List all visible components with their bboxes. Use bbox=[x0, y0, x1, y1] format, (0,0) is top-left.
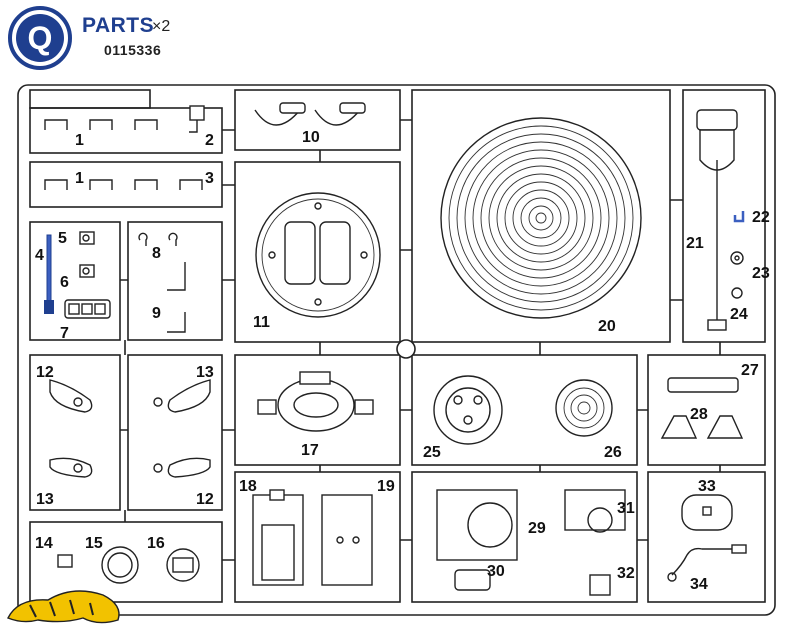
sprue-runners bbox=[29, 89, 766, 603]
part-label-25: 25 bbox=[423, 444, 441, 461]
part-label-24: 24 bbox=[730, 306, 748, 323]
part-28-mounts bbox=[660, 415, 744, 439]
part-label-17: 17 bbox=[301, 442, 319, 459]
part-label-27: 27 bbox=[741, 362, 759, 379]
sprue-tab bbox=[29, 89, 151, 109]
part-23-nut bbox=[730, 251, 744, 265]
part-4-rod bbox=[44, 234, 54, 314]
part-label-32: 32 bbox=[617, 565, 635, 582]
part-26-grille bbox=[555, 379, 613, 437]
part-label-15: 15 bbox=[85, 535, 103, 552]
part-label-1b: 1 bbox=[75, 170, 84, 187]
part-31-ring bbox=[564, 489, 626, 533]
part-label-6: 6 bbox=[60, 274, 69, 291]
part-label-2: 2 bbox=[205, 132, 214, 149]
sprue-letter-badge: Q bbox=[8, 6, 72, 70]
part-label-20: 20 bbox=[598, 318, 616, 335]
part-21-shovel bbox=[696, 109, 738, 331]
sprue-part-number: 0115336 bbox=[104, 42, 162, 58]
part-label-18: 18 bbox=[239, 478, 257, 495]
part-label-11: 11 bbox=[253, 314, 270, 331]
part-15-ring bbox=[101, 546, 139, 584]
part-label-33: 33 bbox=[698, 478, 716, 495]
part-25-socket bbox=[433, 375, 503, 445]
part-label-12a: 12 bbox=[36, 364, 54, 381]
part-22-hook bbox=[733, 211, 745, 223]
part-label-3: 3 bbox=[205, 170, 214, 187]
part-7-block bbox=[64, 299, 111, 319]
part-label-10: 10 bbox=[302, 129, 320, 146]
part-label-1a: 1 bbox=[75, 132, 84, 149]
part-label-21: 21 bbox=[686, 235, 704, 252]
part-labels: 1 1 2 3 4 5 6 7 8 9 10 11 12 12 13 13 14… bbox=[35, 129, 770, 593]
part-1-clips bbox=[44, 119, 203, 190]
part-18-panel bbox=[252, 489, 304, 586]
part-8-hooks bbox=[138, 232, 178, 246]
part-label-9: 9 bbox=[152, 305, 161, 322]
part-label-7: 7 bbox=[60, 325, 69, 342]
part-10-guards bbox=[254, 102, 366, 126]
part-label-26: 26 bbox=[604, 444, 622, 461]
part-17-lamp bbox=[257, 371, 374, 432]
part-label-13a: 13 bbox=[196, 364, 214, 381]
part-30-clamp bbox=[454, 569, 491, 591]
part-label-5: 5 bbox=[58, 230, 67, 247]
part-label-4: 4 bbox=[35, 247, 44, 264]
part-34-cable bbox=[667, 544, 747, 582]
part-6-bracket bbox=[79, 264, 95, 278]
part-label-31: 31 bbox=[617, 500, 635, 517]
part-label-14: 14 bbox=[35, 535, 53, 552]
part-16-light bbox=[166, 548, 200, 582]
part-label-30: 30 bbox=[487, 563, 505, 580]
part-label-23: 23 bbox=[752, 265, 770, 282]
part-label-22: 22 bbox=[752, 209, 770, 226]
part-12-13-brackets bbox=[49, 379, 211, 478]
part-label-13b: 13 bbox=[36, 491, 54, 508]
part-9-pins bbox=[167, 262, 186, 333]
sprue-outer-frame bbox=[17, 84, 776, 616]
part-11-hatch bbox=[255, 192, 381, 318]
part-32-bracket bbox=[589, 574, 611, 596]
part-14-plug bbox=[57, 554, 73, 568]
tiger-icon bbox=[7, 590, 120, 624]
sprue-title: PARTS bbox=[82, 14, 155, 37]
part-label-28: 28 bbox=[690, 406, 708, 423]
part-20-disc bbox=[440, 117, 642, 319]
part-27-bar bbox=[667, 377, 739, 393]
part-29-plate bbox=[436, 489, 518, 561]
part-24-ring bbox=[731, 287, 743, 299]
part-label-16: 16 bbox=[147, 535, 165, 552]
part-label-19: 19 bbox=[377, 478, 395, 495]
part-19-panel bbox=[321, 494, 373, 586]
part-2-block bbox=[189, 105, 205, 133]
part-label-8: 8 bbox=[152, 245, 161, 262]
sprue-letter: Q bbox=[28, 20, 53, 56]
part-33-plate bbox=[681, 494, 733, 531]
part-label-34: 34 bbox=[690, 576, 708, 593]
sprue-multiplier: ×2 bbox=[152, 18, 171, 35]
part-5-bracket bbox=[79, 231, 95, 245]
part-label-12b: 12 bbox=[196, 491, 214, 508]
part-label-29: 29 bbox=[528, 520, 546, 537]
